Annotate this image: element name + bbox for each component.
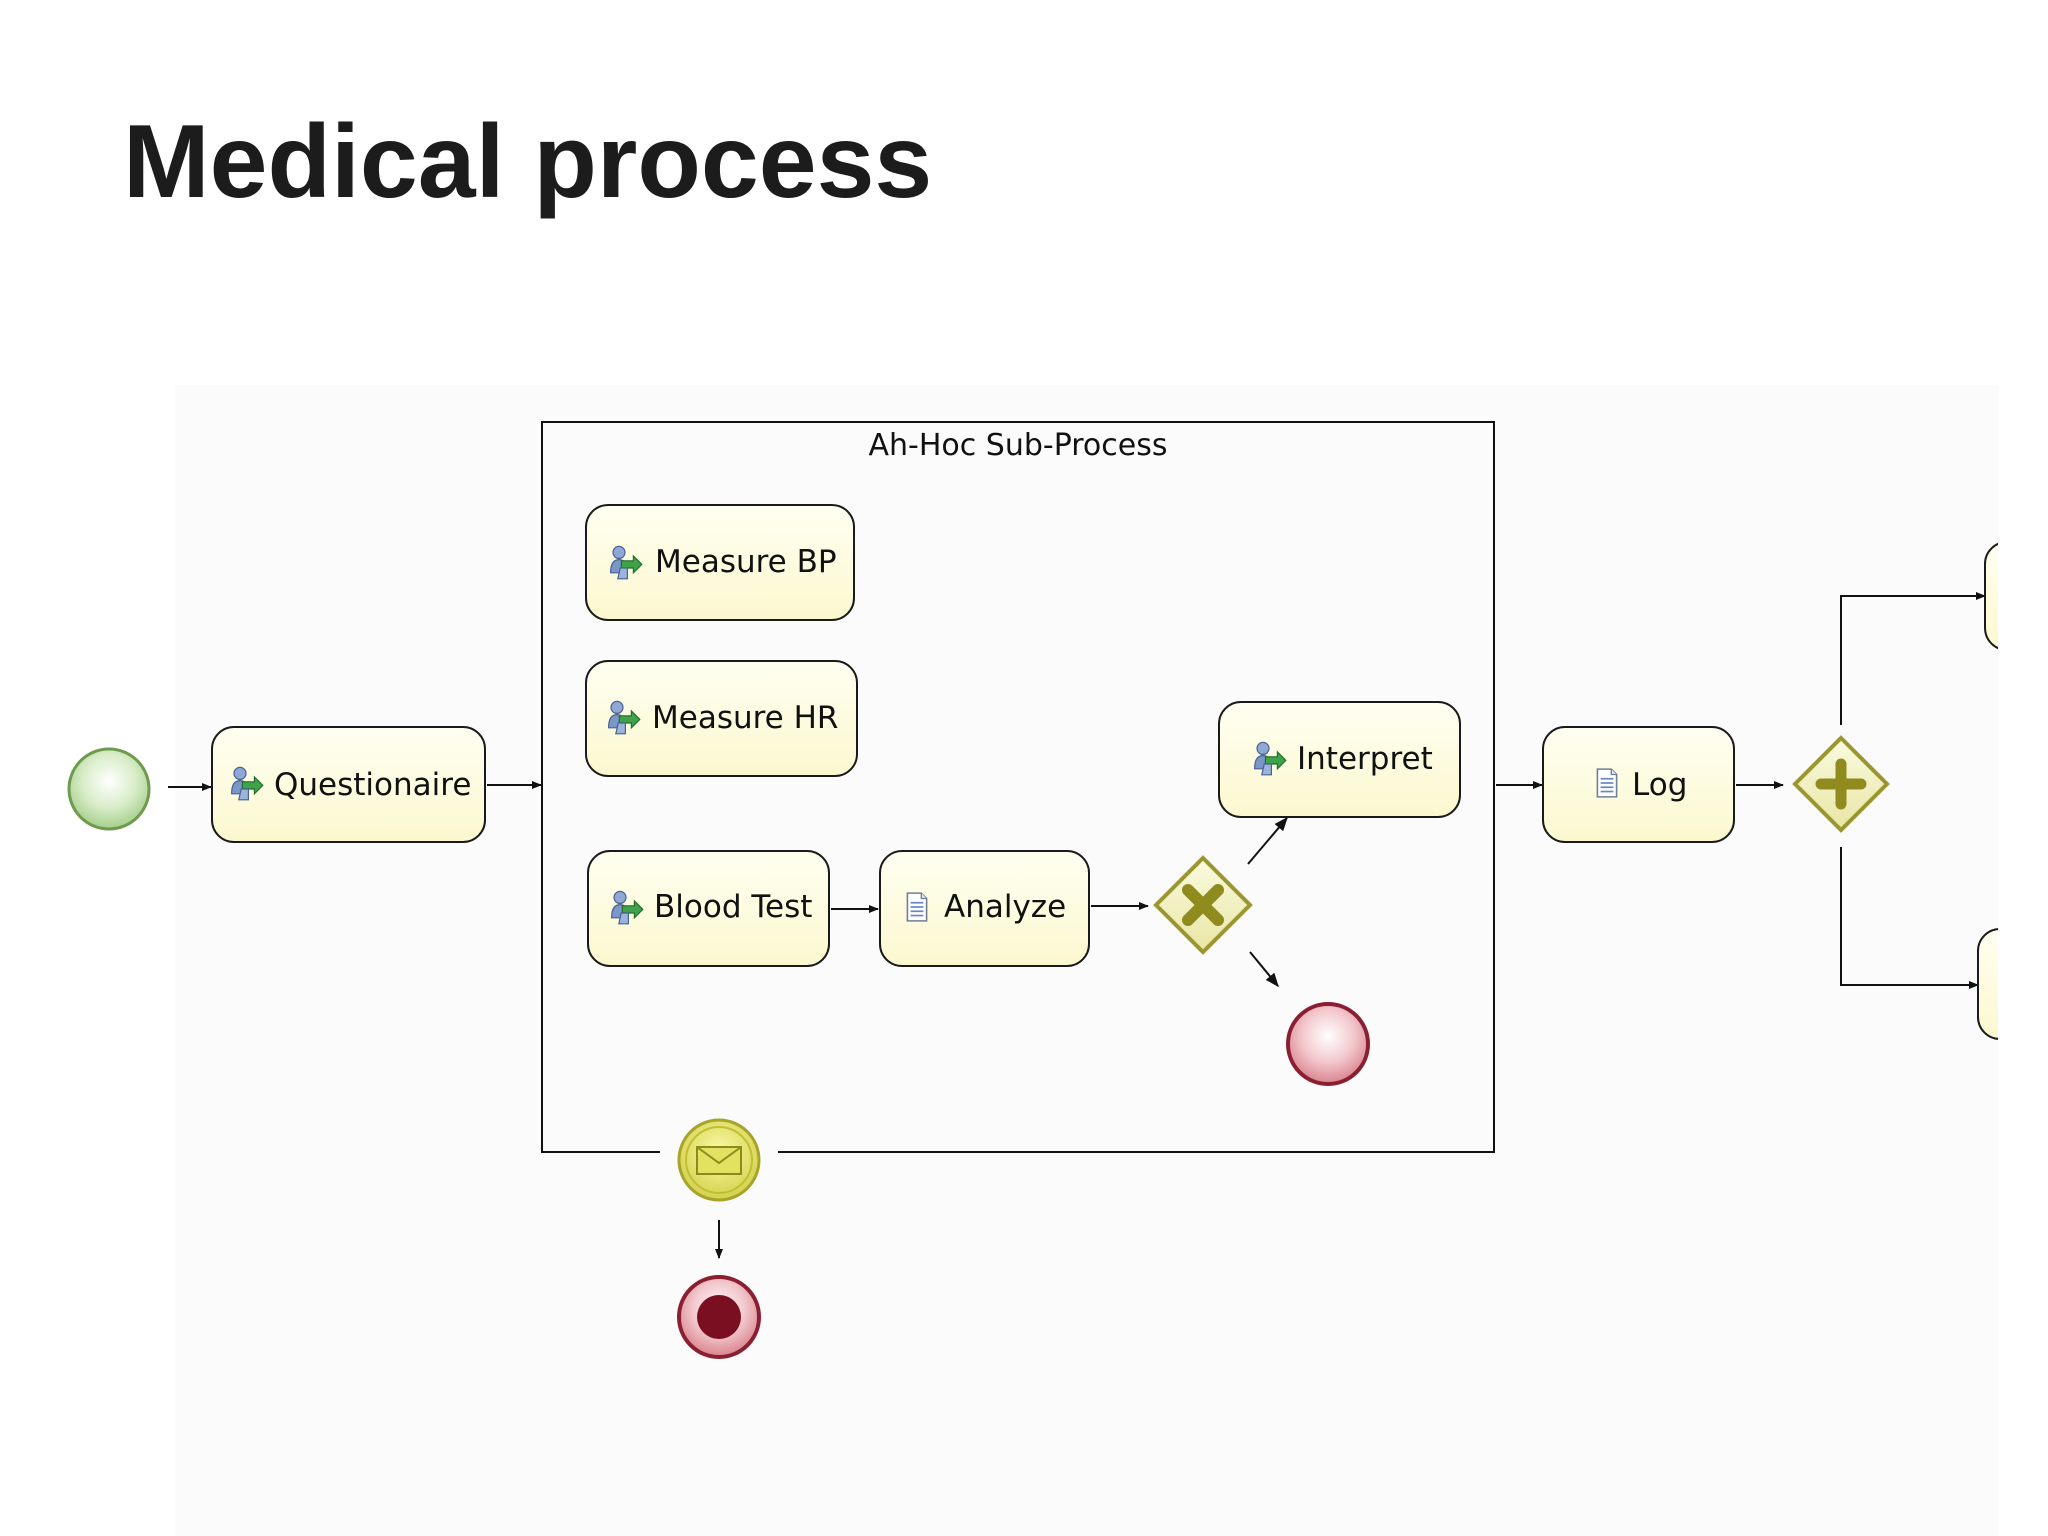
task-label: Log xyxy=(1632,767,1687,803)
script-task-icon xyxy=(906,892,928,922)
task-blood-test[interactable]: Blood Test xyxy=(587,850,830,967)
start-event-icon[interactable] xyxy=(67,747,151,831)
message-envelope-icon[interactable] xyxy=(660,1118,778,1202)
right-crop-mask xyxy=(1998,380,2048,1180)
task-label: Measure HR xyxy=(652,700,838,736)
task-analyze[interactable]: Analyze xyxy=(879,850,1090,967)
task-interpret[interactable]: Interpret xyxy=(1218,701,1461,818)
parallel-gateway-icon[interactable] xyxy=(1792,735,1890,833)
flow-parallel-to-upper-task xyxy=(1840,592,1986,725)
diagram-canvas xyxy=(175,385,1998,1536)
task-label: Interpret xyxy=(1297,741,1433,777)
task-measure-bp[interactable]: Measure BP xyxy=(585,504,855,621)
task-label: Analyze xyxy=(944,889,1066,925)
task-label: Questionaire xyxy=(274,767,471,803)
subprocess-label: Ah-Hoc Sub-Process xyxy=(868,428,1167,463)
task-measure-hr[interactable]: Measure HR xyxy=(585,660,858,777)
task-label: Measure BP xyxy=(655,544,837,580)
subprocess-container[interactable] xyxy=(541,421,1495,1153)
flow-gateway-to-end xyxy=(1249,951,1279,988)
task-questionaire[interactable]: Questionaire xyxy=(211,726,486,843)
task-label: Blood Test xyxy=(654,889,812,925)
slide-title: Medical process xyxy=(123,104,933,220)
task-log[interactable]: Log xyxy=(1542,726,1735,843)
script-task-icon xyxy=(1596,768,1618,798)
flow-gateway-to-interpret xyxy=(1247,816,1288,865)
flow-parallel-to-lower-task xyxy=(1840,847,1979,989)
exclusive-gateway-icon[interactable] xyxy=(1153,855,1253,955)
end-event-icon[interactable] xyxy=(1286,1002,1370,1086)
sequence-flows xyxy=(168,592,1986,1259)
terminate-end-event-icon[interactable] xyxy=(677,1275,761,1359)
